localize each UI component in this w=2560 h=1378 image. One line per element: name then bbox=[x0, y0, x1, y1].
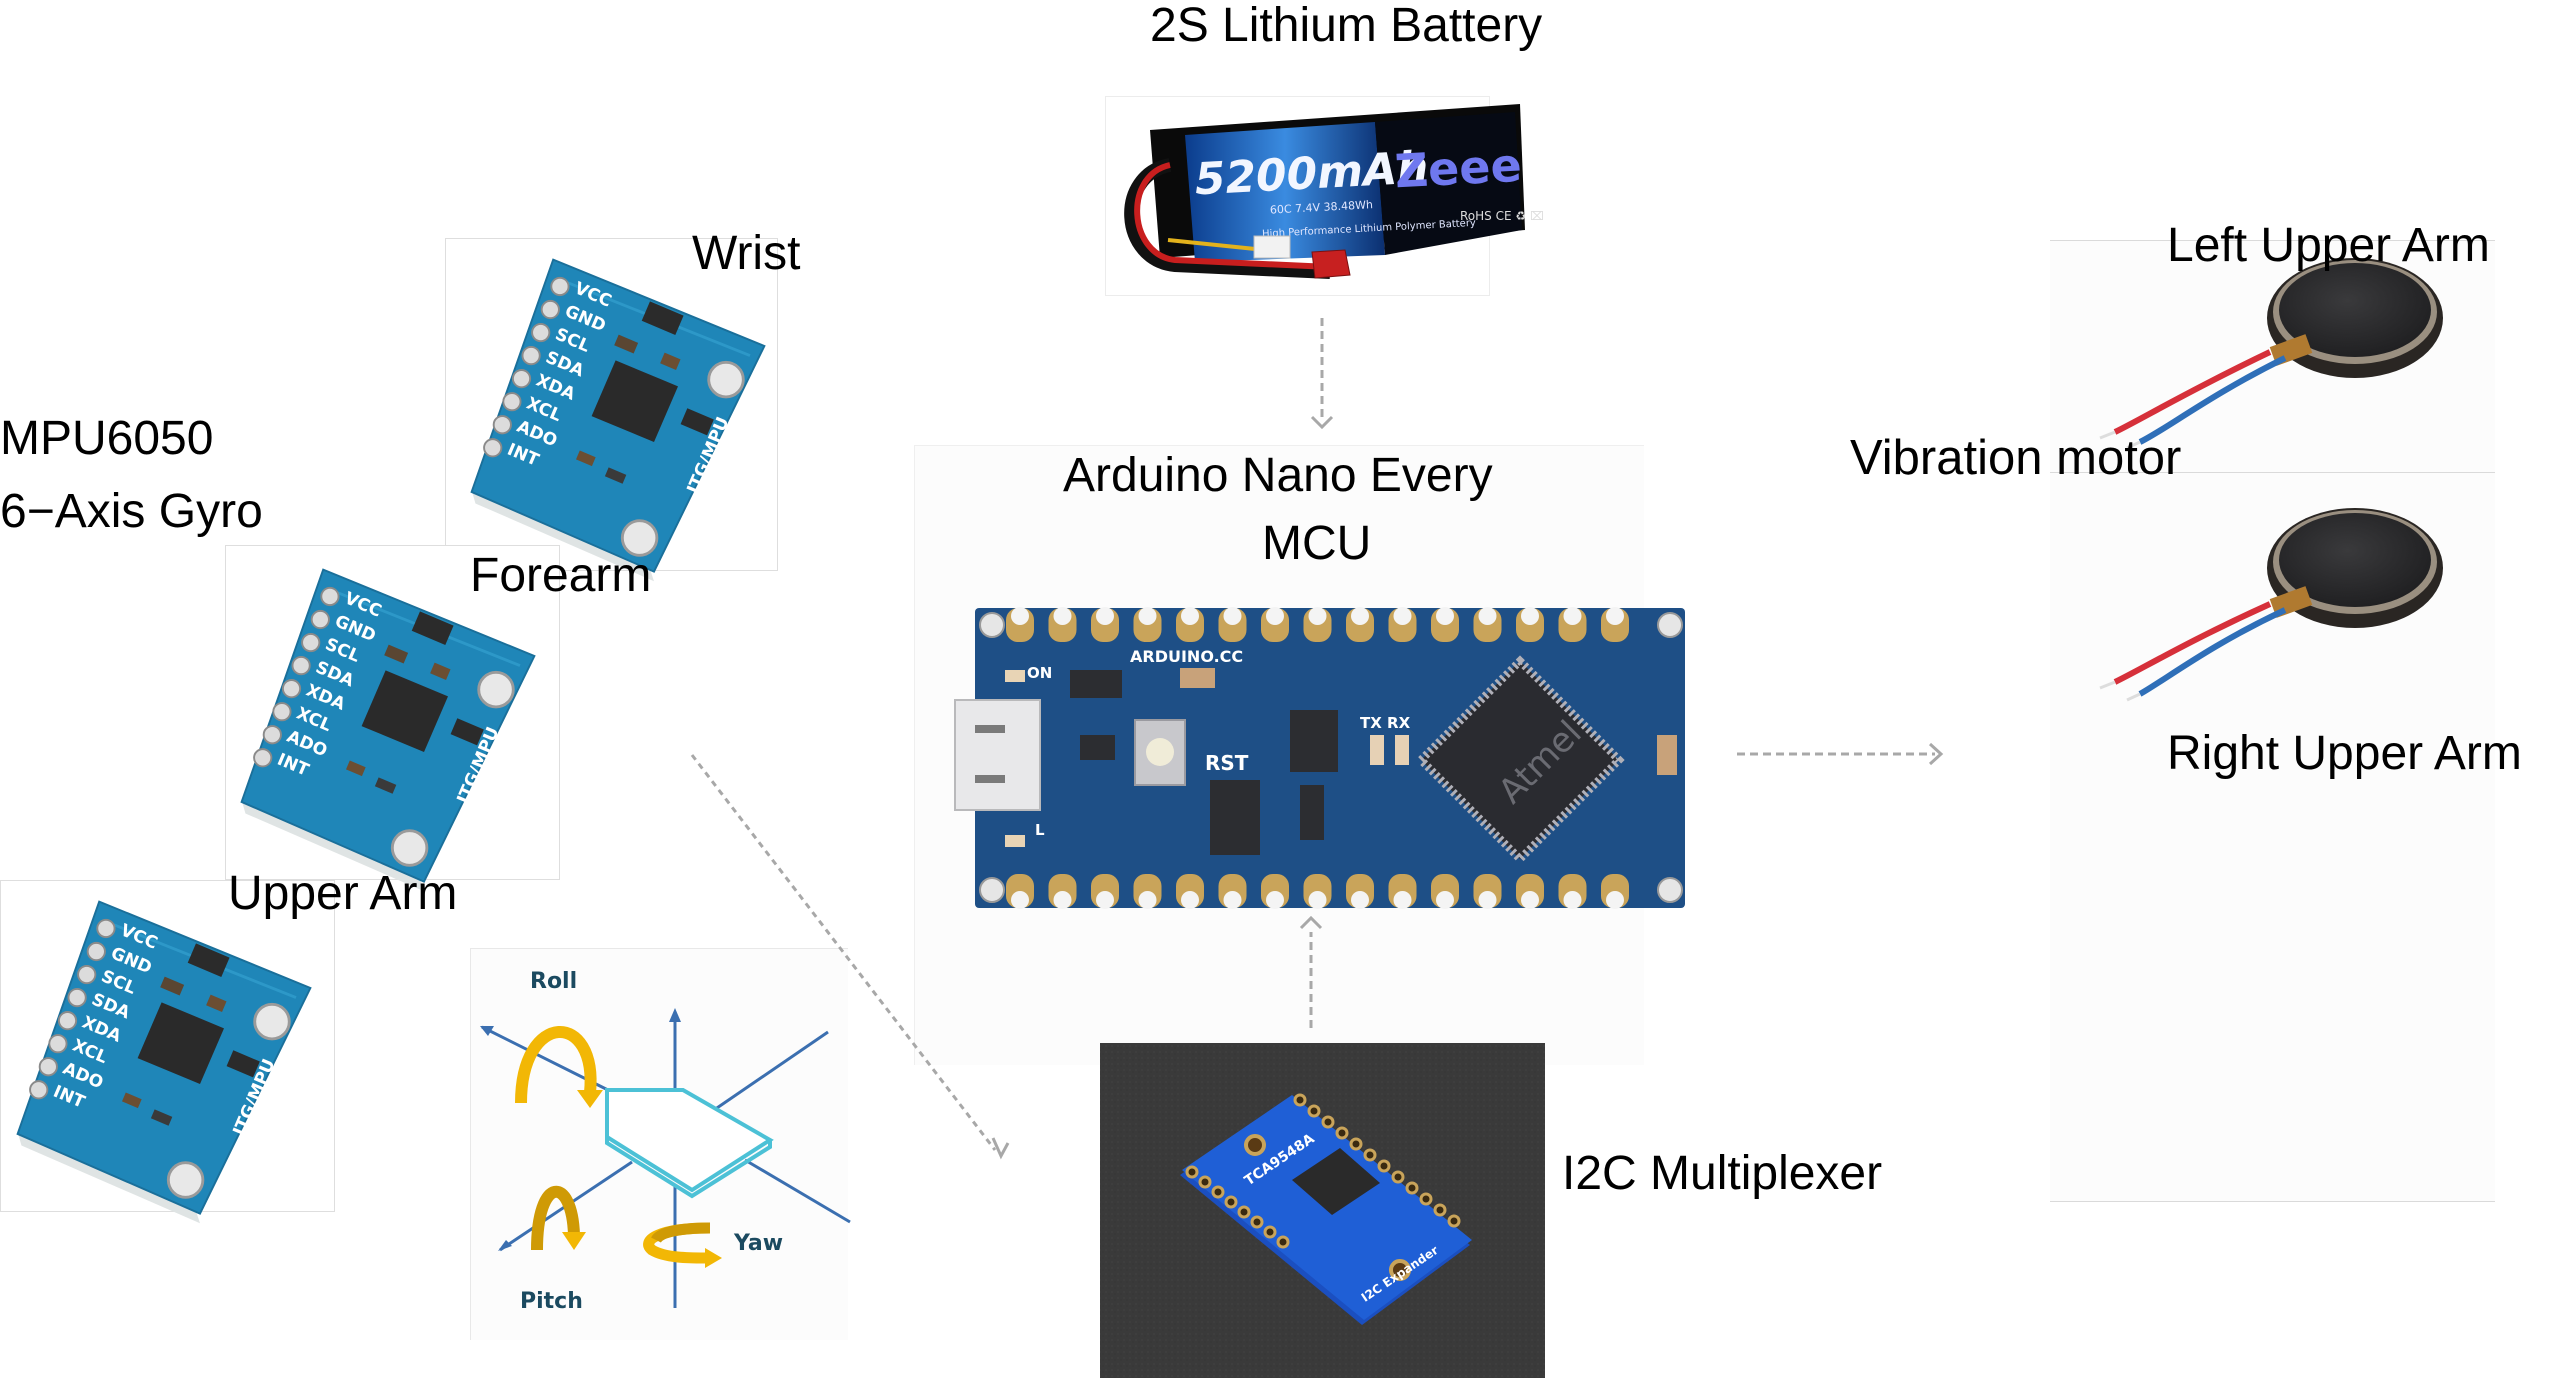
arduino-pad-hole bbox=[1393, 607, 1412, 625]
mux-pad bbox=[1405, 1181, 1419, 1195]
roll-pitch-yaw-diagram: Roll Pitch Yaw bbox=[480, 969, 851, 1314]
arduino-pad-hole bbox=[1096, 607, 1114, 625]
sensor-group-title-line1: MPU6050 bbox=[0, 412, 214, 465]
arduino-pad-hole bbox=[1223, 607, 1242, 625]
arduino-pad-hole bbox=[1521, 607, 1539, 625]
battery-cert-print: RoHS CE ♻ ⌧ bbox=[1460, 209, 1544, 223]
arduino-site-print: ARDUINO.CC bbox=[1130, 647, 1243, 666]
arduino-pad-hole bbox=[1096, 891, 1114, 909]
arduino-pad-hole bbox=[1053, 891, 1072, 909]
arduino-pad-hole bbox=[1223, 891, 1242, 909]
left-upper-arm-label: Left Upper Arm bbox=[2167, 219, 2490, 272]
mux-pad bbox=[1321, 1115, 1335, 1129]
arduino-txrx-print: TX RX bbox=[1360, 714, 1411, 732]
arduino-pad-hole bbox=[1606, 607, 1624, 625]
mux-pad bbox=[1307, 1104, 1321, 1118]
battery-title: 2S Lithium Battery bbox=[1150, 0, 1543, 52]
mcu-title-line2: MCU bbox=[1262, 517, 1372, 570]
right-upper-arm-label: Right Upper Arm bbox=[2167, 727, 2522, 780]
mux-pad bbox=[1391, 1170, 1405, 1184]
mux-pad bbox=[1185, 1165, 1199, 1179]
arduino-pad-hole bbox=[1478, 607, 1497, 625]
arrow-mcu-to-motors bbox=[1737, 742, 1944, 766]
forearm-label: Forearm bbox=[470, 549, 652, 602]
arrow-sensors-to-multiplexer bbox=[690, 754, 1010, 1160]
arduino-pad-hole bbox=[1308, 891, 1327, 909]
mux-pad bbox=[1293, 1093, 1307, 1107]
arduino-pad-hole bbox=[1351, 607, 1369, 625]
mux-pad bbox=[1211, 1185, 1225, 1199]
arduino-nano-every-image: Atmel ARDUINO.CC ON RST TX RX L bbox=[954, 607, 1685, 909]
multiplexer-label: I2C Multiplexer bbox=[1562, 1147, 1883, 1200]
arduino-l-print: L bbox=[1035, 821, 1045, 839]
arduino-rst-print: RST bbox=[1205, 751, 1249, 775]
arduino-pad-hole bbox=[1563, 607, 1582, 625]
arduino-pad-hole bbox=[1011, 891, 1029, 909]
mux-pad bbox=[1237, 1205, 1251, 1219]
mux-pad bbox=[1419, 1192, 1433, 1206]
arduino-on-print: ON bbox=[1027, 664, 1052, 682]
mux-pad bbox=[1447, 1214, 1461, 1228]
arduino-pad-hole bbox=[1606, 891, 1624, 909]
battery-brand-print: Zeee bbox=[1393, 138, 1523, 199]
arduino-pad-hole bbox=[1521, 891, 1539, 909]
arduino-pad-hole bbox=[1436, 891, 1454, 909]
mux-pad bbox=[1224, 1195, 1238, 1209]
vibration-motor-left-image bbox=[2099, 258, 2443, 450]
mux-pad bbox=[1335, 1126, 1349, 1140]
arduino-pad-hole bbox=[1138, 607, 1157, 625]
arrow-multiplexer-to-mcu bbox=[1299, 915, 1323, 1028]
battery-capacity-print: 5200mAh bbox=[1194, 142, 1430, 205]
mux-pad bbox=[1349, 1137, 1363, 1151]
mux-pad bbox=[1377, 1159, 1391, 1173]
mux-pad bbox=[1276, 1235, 1290, 1249]
arduino-pad-hole bbox=[1181, 891, 1199, 909]
i2c-multiplexer-image: TCA9548A I2C Expander bbox=[1100, 1043, 1545, 1378]
upper-arm-label: Upper Arm bbox=[228, 867, 458, 920]
mcu-title-line1: Arduino Nano Every bbox=[1063, 449, 1493, 502]
mux-pad bbox=[1198, 1175, 1212, 1189]
sensor-group-title-line2: 6−Axis Gyro bbox=[0, 485, 263, 538]
arduino-pad-hole bbox=[1138, 891, 1157, 909]
mux-pad bbox=[1250, 1215, 1264, 1229]
roll-label: Roll bbox=[530, 969, 577, 994]
mux-pad bbox=[1263, 1225, 1277, 1239]
battery-spec-print: 60C 7.4V 38.48Wh bbox=[1270, 198, 1374, 216]
arduino-pad-hole bbox=[1266, 891, 1284, 909]
arduino-pad-hole bbox=[1181, 607, 1199, 625]
arduino-pad-hole bbox=[1011, 607, 1029, 625]
yaw-label: Yaw bbox=[733, 1231, 783, 1256]
arduino-pad-hole bbox=[1436, 607, 1454, 625]
pitch-label: Pitch bbox=[520, 1289, 583, 1314]
arduino-pad-hole bbox=[1393, 891, 1412, 909]
arduino-pad-hole bbox=[1266, 607, 1284, 625]
arduino-pad-hole bbox=[1308, 607, 1327, 625]
wrist-label: Wrist bbox=[692, 227, 801, 280]
battery-image: 5200mAh Zeee 60C 7.4V 38.48Wh High Perfo… bbox=[1124, 104, 1544, 279]
arrow-battery-to-mcu bbox=[1310, 318, 1334, 430]
arduino-pad-hole bbox=[1053, 607, 1072, 625]
vibration-motor-right-image bbox=[2099, 508, 2443, 702]
vibration-motor-label: Vibration motor bbox=[1850, 431, 2182, 485]
mux-pad bbox=[1363, 1148, 1377, 1162]
arduino-pad-hole bbox=[1351, 891, 1369, 909]
mux-pad bbox=[1433, 1203, 1447, 1217]
arduino-pad-hole bbox=[1478, 891, 1497, 909]
arduino-pad-hole bbox=[1563, 891, 1582, 909]
